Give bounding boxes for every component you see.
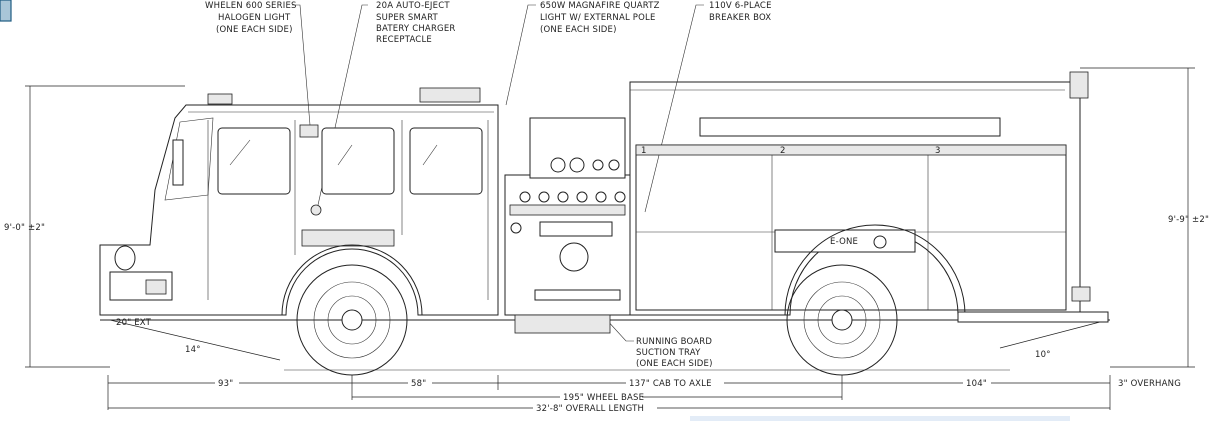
callout-magnafire-line-2: LIGHT W/ EXTERNAL POLE xyxy=(540,13,656,23)
callout-running-line-1: RUNNING BOARD xyxy=(636,337,712,347)
dim-height-rear: 9'-9" ±2" xyxy=(1168,215,1209,225)
callout-magnafire-line-3: (ONE EACH SIDE) xyxy=(540,25,617,35)
compartment-number-1: 1 xyxy=(641,146,647,156)
callout-whelen-line-1: WHELEN 600 SERIES xyxy=(205,1,297,11)
dim-height-front: 9'-0" ±2" xyxy=(4,223,45,233)
corner-tab-icon[interactable] xyxy=(0,0,12,22)
truck-body: 1 2 3 E-ONE xyxy=(99,71,1110,371)
callout-running-board: RUNNING BOARD SUCTION TRAY (ONE EACH SID… xyxy=(604,317,713,369)
dim-wheel-base: 195" WHEEL BASE xyxy=(563,393,644,403)
emblem-badge: E-ONE xyxy=(830,237,858,247)
callout-eject-line-2: SUPER SMART xyxy=(376,13,439,23)
running-board-suction-tray xyxy=(514,314,611,334)
callout-running-line-3: (ONE EACH SIDE) xyxy=(636,359,713,369)
charger-receptacle-icon xyxy=(310,204,322,216)
front-wheel xyxy=(296,264,408,376)
callout-whelen-light: WHELEN 600 SERIES HALOGEN LIGHT (ONE EAC… xyxy=(205,1,311,126)
dim-front-to-axle: 93" xyxy=(218,379,233,389)
rear-light-icon xyxy=(1069,71,1089,99)
callout-magnafire-light: 650W MAGNAFIRE QUARTZ LIGHT W/ EXTERNAL … xyxy=(505,1,660,106)
callout-eject-line-1: 20A AUTO-EJECT xyxy=(376,1,450,11)
callout-whelen-line-3: (ONE EACH SIDE) xyxy=(216,25,293,35)
dim-overhang: 3" OVERHANG xyxy=(1118,379,1181,389)
callout-breaker-line-2: BREAKER BOX xyxy=(709,13,771,23)
whelen-light-icon xyxy=(299,124,319,138)
dim-departure-angle: 10° xyxy=(1035,350,1051,360)
dimension-lines: 9'-0" ±2" 9'-9" ±2" 20" EXT 14° 10° 93" … xyxy=(4,67,1209,414)
dim-axle-to-cab: 58" xyxy=(411,379,426,389)
dim-approach-angle: 14° xyxy=(185,345,201,355)
callout-eject-line-4: RECEPTACLE xyxy=(376,35,432,45)
callout-whelen-line-2: HALOGEN LIGHT xyxy=(218,13,291,23)
dim-cab-to-axle: 137" CAB TO AXLE xyxy=(629,379,712,389)
callout-running-line-2: SUCTION TRAY xyxy=(636,348,701,358)
compartment-number-2: 2 xyxy=(780,146,786,156)
compartment-number-3: 3 xyxy=(935,146,941,156)
pump-gauges xyxy=(510,157,626,272)
dim-bumper-ext: 20" EXT xyxy=(116,318,152,328)
callout-breaker-box: 110V 6-PLACE BREAKER BOX xyxy=(644,1,772,213)
dim-rear-overhang: 104" xyxy=(966,379,987,389)
callout-magnafire-line-1: 650W MAGNAFIRE QUARTZ xyxy=(540,1,660,11)
selection-highlight xyxy=(690,416,1070,421)
callout-eject-line-3: BATERY CHARGER xyxy=(376,24,456,34)
dim-overall-length: 32'-8" OVERALL LENGTH xyxy=(536,404,644,414)
callout-breaker-line-1: 110V 6-PLACE xyxy=(709,1,772,11)
